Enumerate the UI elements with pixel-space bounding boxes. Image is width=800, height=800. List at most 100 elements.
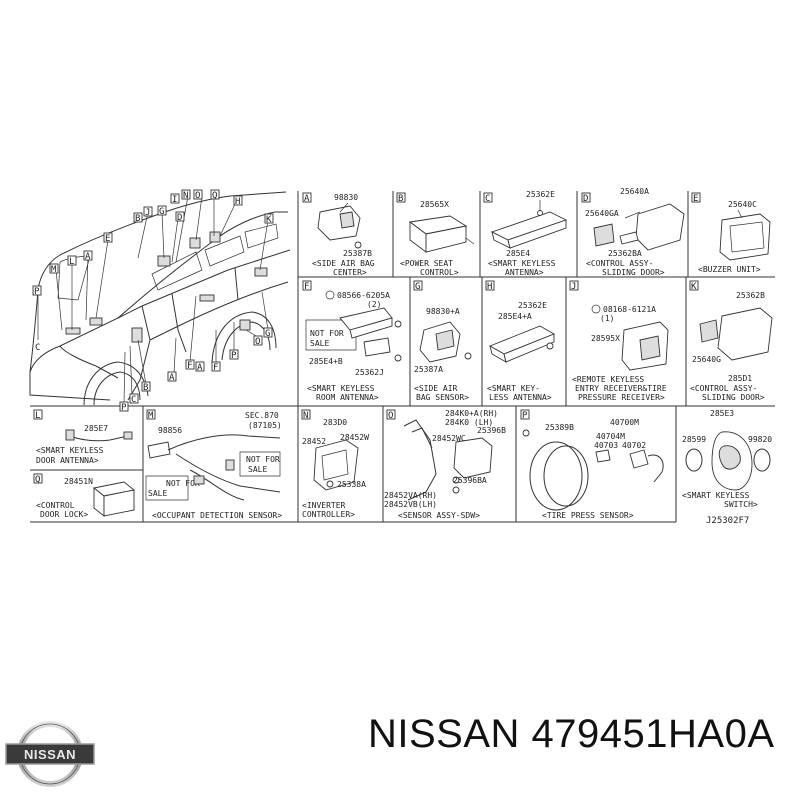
panel-R: 285E3 28599 99820 <SMART KEYLESS SWITCH> [682,409,772,509]
svg-text:25396B: 25396B [477,426,506,435]
svg-text:NOT FOR: NOT FOR [246,455,280,464]
panel-H: H 25362E 285E4+A <SMART KEY- LESS ANTENN… [485,280,556,402]
svg-text:<TIRE PRESS SENSOR>: <TIRE PRESS SENSOR> [542,511,634,520]
svg-text:SLIDING DOOR>: SLIDING DOOR> [702,393,765,402]
svg-text:25387B: 25387B [343,249,372,258]
svg-text:A: A [304,194,310,204]
panel-G: G 98830+A 25387A <SIDE AIR BAG SENSOR> [413,280,472,402]
svg-text:ENTRY RECEIVER&TIRE: ENTRY RECEIVER&TIRE [575,384,667,393]
callout-label: P [121,403,127,413]
svg-text:P: P [522,411,528,421]
callout-label: Q [212,191,217,201]
svg-text:25396BA: 25396BA [453,476,487,485]
callout-label: F [187,361,192,371]
svg-text:99820: 99820 [748,435,772,444]
svg-text:(87105): (87105) [248,421,282,430]
svg-text:<SIDE AIR BAG: <SIDE AIR BAG [312,259,375,268]
svg-text:25640GA: 25640GA [585,209,619,218]
callout-label: G [265,329,270,339]
svg-text:25362B: 25362B [736,291,765,300]
car-callout-boxes: N O Q H K I J E G A L B D M P F B C P O … [32,189,274,413]
callout-label: M [51,265,57,275]
svg-text:25362E: 25362E [526,190,555,199]
svg-text:N: N [303,411,308,421]
callout-label: O [195,191,200,201]
callout-label: B [143,383,148,393]
part-title: NISSAN 479451HA0A [368,712,775,756]
svg-text:<SMART KEY-: <SMART KEY- [487,384,540,393]
svg-text:SALE: SALE [248,465,267,474]
callout-label: J [145,208,150,218]
svg-text:DOOR LOCK>: DOOR LOCK> [40,510,88,519]
panel-M: M SEC.870 (87105) 98856 NOT FOR SALE NOT… [145,409,282,520]
panel-J: J 08168-6121A (1) 28595X <REMOTE KEYLESS… [569,280,669,402]
svg-text:<SMART KEYLESS: <SMART KEYLESS [36,446,104,455]
callout-label: O [255,337,260,347]
svg-text:28452: 28452 [302,437,326,446]
callout-label: E [105,234,110,244]
svg-text:L: L [35,411,40,421]
svg-text:285E4+A: 285E4+A [498,312,532,321]
svg-text:<REMOTE KEYLESS: <REMOTE KEYLESS [572,375,644,384]
callout-label: L [69,257,74,267]
svg-text:<POWER SEAT: <POWER SEAT [400,259,453,268]
svg-text:DOOR ANTENNA>: DOOR ANTENNA> [36,456,99,465]
svg-text:O: O [388,411,393,421]
svg-text:<SENSOR ASSY-SDW>: <SENSOR ASSY-SDW> [398,511,480,520]
svg-text:08168-6121A: 08168-6121A [603,305,656,314]
svg-text:40704M: 40704M [596,432,625,441]
panel-O: O 284K0+A(RH) 284K0 (LH) 25396B 28452WC … [384,409,506,520]
svg-text:28452W: 28452W [340,433,369,442]
panel-K: K 25362B 25640G 285D1 <CONTROL ASSY- SLI… [689,280,773,402]
svg-text:<OCCUPANT DETECTION SENSOR>: <OCCUPANT DETECTION SENSOR> [152,511,282,520]
svg-text:<SMART KEYLESS: <SMART KEYLESS [682,491,750,500]
svg-text:285D1: 285D1 [728,374,752,383]
callout-label: K [266,215,272,225]
panel-C: C 25362E 285E4 <SMART KEYLESS ANTENNA> [483,190,568,277]
svg-text:25640G: 25640G [692,355,721,364]
svg-text:CONTROL>: CONTROL> [420,268,459,277]
svg-text:285E4+B: 285E4+B [309,357,343,366]
panel-grid [30,191,775,523]
panel-N: N 283D0 28452W 28452 25338A <INVERTER CO… [301,409,369,519]
svg-text:283D0: 283D0 [323,418,347,427]
svg-text:LESS ANTENNA>: LESS ANTENNA> [489,393,552,402]
svg-text:B: B [398,194,403,204]
callout-label: A [169,373,175,383]
svg-text:25640A: 25640A [620,187,649,196]
svg-text:SALE: SALE [310,339,329,348]
svg-text:CENTER>: CENTER> [333,268,367,277]
svg-text:28599: 28599 [682,435,706,444]
svg-text:28452WC: 28452WC [432,434,466,443]
svg-text:285E4: 285E4 [506,249,530,258]
svg-text:<CONTROL ASSY-: <CONTROL ASSY- [586,259,653,268]
drawing-code: J25302F7 [706,516,749,526]
svg-text:<CONTROL: <CONTROL [36,501,75,510]
svg-text:25640C: 25640C [728,200,757,209]
panel-P: P 25389B 40700M 40704M 40703 40702 <TIRE… [520,409,664,520]
callout-label: A [85,252,91,262]
panel-L: L 285E7 <SMART KEYLESS DOOR ANTENNA> [33,409,133,465]
svg-text:ANTENNA>: ANTENNA> [505,268,544,277]
svg-text:F: F [304,282,309,292]
callout-label: H [235,197,240,207]
svg-text:BAG SENSOR>: BAG SENSOR> [416,393,469,402]
callout-label: B [135,214,140,224]
callout-label: C [131,395,136,405]
callout-label: N [183,191,188,201]
callout-label: F [213,363,218,373]
svg-text:284K0+A(RH): 284K0+A(RH) [445,409,498,418]
panel-Q: Q 28451N <CONTROL DOOR LOCK> [33,473,136,519]
svg-text:<SMART KEYLESS: <SMART KEYLESS [307,384,375,393]
svg-text:<INVERTER: <INVERTER [302,501,346,510]
svg-text:98830: 98830 [334,193,358,202]
svg-text:40700M: 40700M [610,418,639,427]
callout-label: G [159,207,164,217]
svg-text:<BUZZER UNIT>: <BUZZER UNIT> [698,265,761,274]
panel-F: F 08566-6205A (2) NOT FOR SALE 285E4+B 2… [302,280,402,402]
svg-text:<CONTROL ASSY-: <CONTROL ASSY- [690,384,757,393]
callout-label: D [177,213,182,223]
panel-A: A 98830 25387B <SIDE AIR BAG CENTER> [302,192,375,277]
svg-text:G: G [415,282,420,292]
